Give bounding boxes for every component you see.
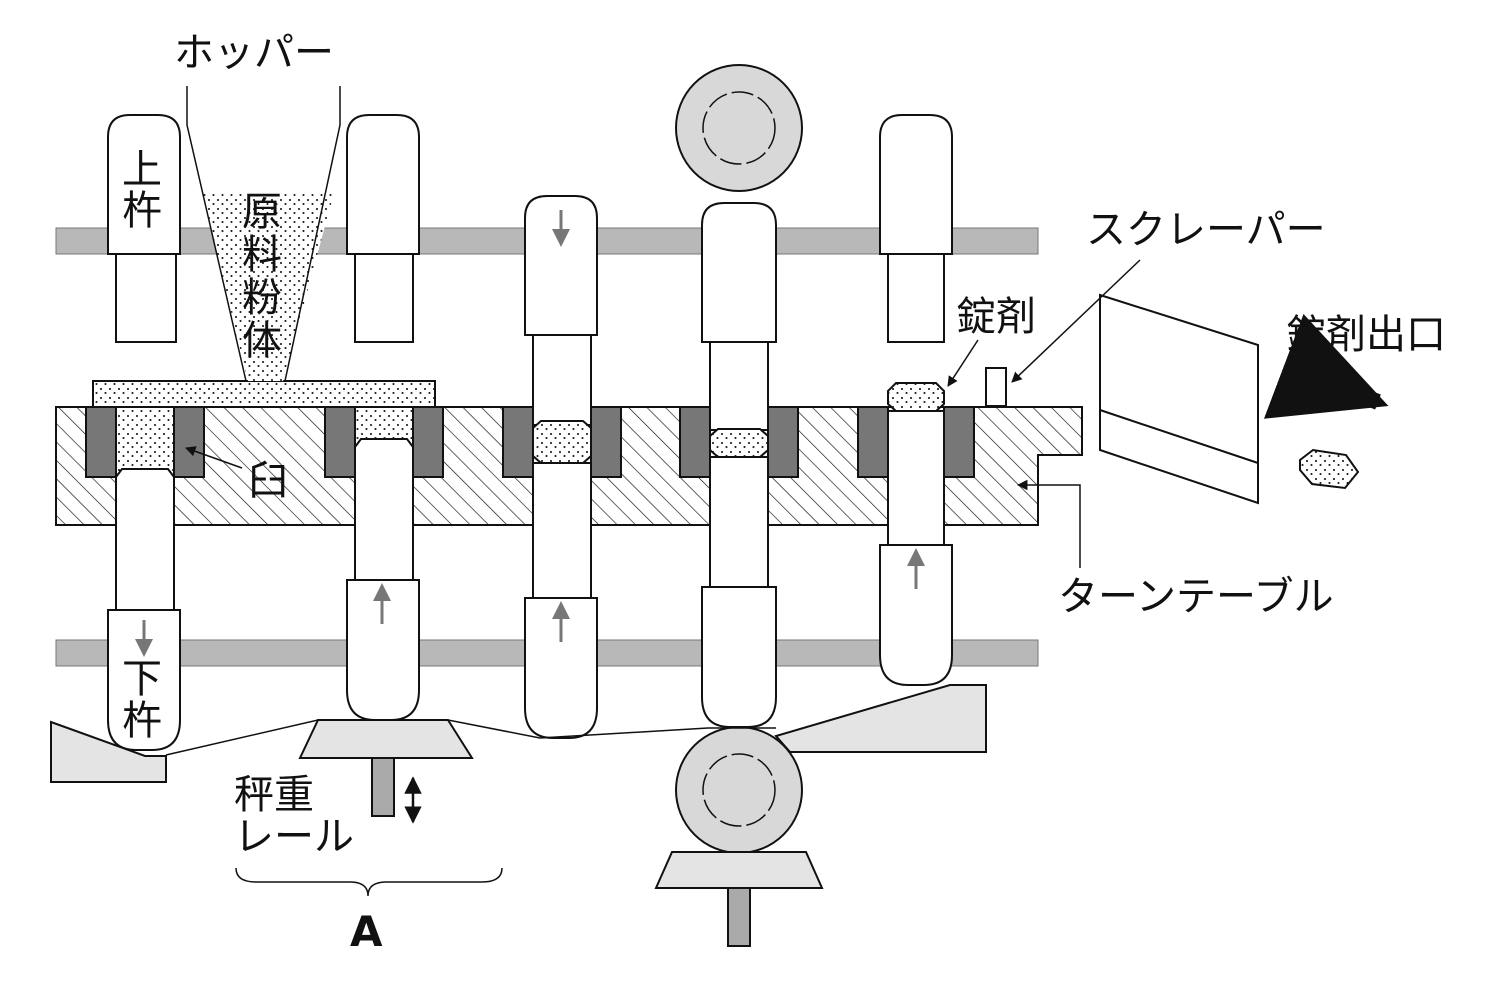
lower-roll-stem [727,887,751,947]
label-hopper: ホッパー [174,30,334,76]
upper-punch-head [524,195,598,336]
upper-punch-head [879,114,953,255]
label-lower-punch-2: 杵 [122,698,162,744]
label-tablet-outlet: 錠剤出口 [1286,312,1446,358]
upper-roll-inner [702,91,776,165]
powder-layer [92,380,436,408]
station-weighing [298,114,474,824]
weighing-rail [298,719,474,759]
lower-roll-inner [702,753,776,827]
upper-punch-stem [532,334,592,426]
lower-cam-track [165,719,776,756]
label-turntable: ターンテーブル [1058,574,1334,620]
compressed-tablet [709,428,769,458]
label-scraper: スクレーパー [1086,207,1326,253]
scraper-leader [1011,259,1141,383]
outlet-chute [1099,293,1259,505]
label-raw-powder-3: 粉 [242,275,282,321]
scraper-blade [985,367,1007,407]
upper-punch-stem [115,253,177,343]
label-weighing-rail-2: レール [234,814,354,860]
chute-edge [1099,409,1259,464]
label-lower-punch-1: 下 [122,656,162,702]
lower-roll-base [654,851,824,889]
outlet-arrow [1263,313,1389,419]
station-precompression [502,195,622,739]
label-tablet: 錠剤 [956,294,1036,340]
station-ejection [774,114,1007,753]
lower-punch-tip [709,456,769,588]
upper-punch-stem [709,341,769,431]
label-raw-powder-4: 体 [242,318,282,364]
die-cavity [115,406,175,478]
lower-punch-tip [532,462,592,599]
station-filling [50,86,436,783]
section-brace [235,867,503,897]
compressed-powder [532,420,592,464]
output-tablet [1299,448,1360,490]
label-raw-powder-2: 料 [242,232,282,278]
lower-punch-head [701,586,777,728]
die-leader [185,446,243,469]
lower-punch-tip [887,410,945,546]
turntable-leader [1016,479,1081,568]
upper-punch-stem [887,253,945,343]
lower-punch-head [879,544,953,686]
label-upper-punch-2: 杵 [122,188,162,234]
label-raw-powder-1: 原 [242,189,282,235]
hopper-outline [186,86,247,382]
upper-punch-head [701,202,777,343]
ejected-tablet [887,382,945,412]
weighing-rail-stem [371,757,395,817]
label-weighing-rail-1: 秤重 [234,772,314,818]
hopper-outline-right [284,86,341,382]
upper-pressure-roll [675,64,803,192]
lower-pressure-roll [675,726,803,854]
label-die: 臼 [248,458,288,504]
upper-punch-head [107,114,181,255]
powder-column [202,193,334,381]
lower-punch-tip [115,468,175,611]
lowering-cam [50,720,167,783]
lower-punch-head [524,597,598,739]
label-upper-punch-1: 上 [122,147,162,193]
tablet-leader [947,339,979,387]
upper-punch-head [346,114,420,255]
lower-punch-tip [354,438,414,581]
station-compression [654,64,824,947]
label-section-a: A [350,907,383,956]
lower-punch-head [107,609,181,751]
ejection-cam [774,684,987,753]
upper-punch-stem [354,253,414,343]
